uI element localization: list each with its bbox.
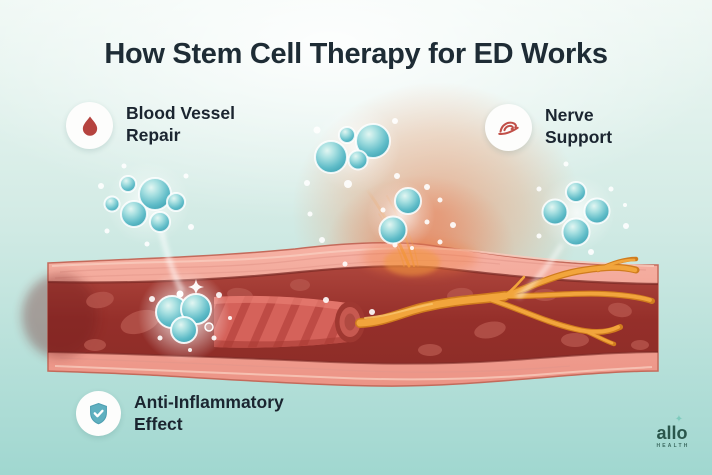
blood-drop-icon [82, 115, 97, 136]
nerve-icon [497, 121, 519, 135]
nerve-icon-circle [485, 104, 532, 151]
shield-check-icon [90, 402, 107, 425]
feature-label-line2: Effect [134, 414, 183, 434]
feature-label-line1: Blood Vessel [126, 103, 235, 123]
page-title: How Stem Cell Therapy for ED Works [104, 38, 608, 70]
feature-label-anti-inflammatory: Anti-Inflammatory Effect [134, 391, 284, 435]
feature-label-nerve-support: Nerve Support [545, 104, 612, 148]
allo-health-logo: ✦ allo HEALTH [640, 414, 704, 450]
shield-check-icon-circle [76, 391, 121, 436]
feature-label-line2: Support [545, 127, 613, 147]
logo-subtext: HEALTH [656, 443, 690, 449]
feature-blood-vessel-repair: Blood Vessel Repair [66, 102, 235, 149]
feature-label-line2: Repair [126, 125, 181, 145]
feature-nerve-support: Nerve Support [485, 104, 612, 151]
logo-brand-text: allo [656, 423, 688, 443]
blood-drop-icon-circle [66, 102, 113, 149]
feature-anti-inflammatory-effect: Anti-Inflammatory Effect [76, 391, 284, 436]
sparkle-icon: ✦ [674, 414, 684, 425]
feature-label-line1: Anti-Inflammatory [134, 392, 284, 412]
feature-label-blood-vessel-repair: Blood Vessel Repair [126, 102, 235, 146]
feature-label-line1: Nerve [545, 105, 594, 125]
